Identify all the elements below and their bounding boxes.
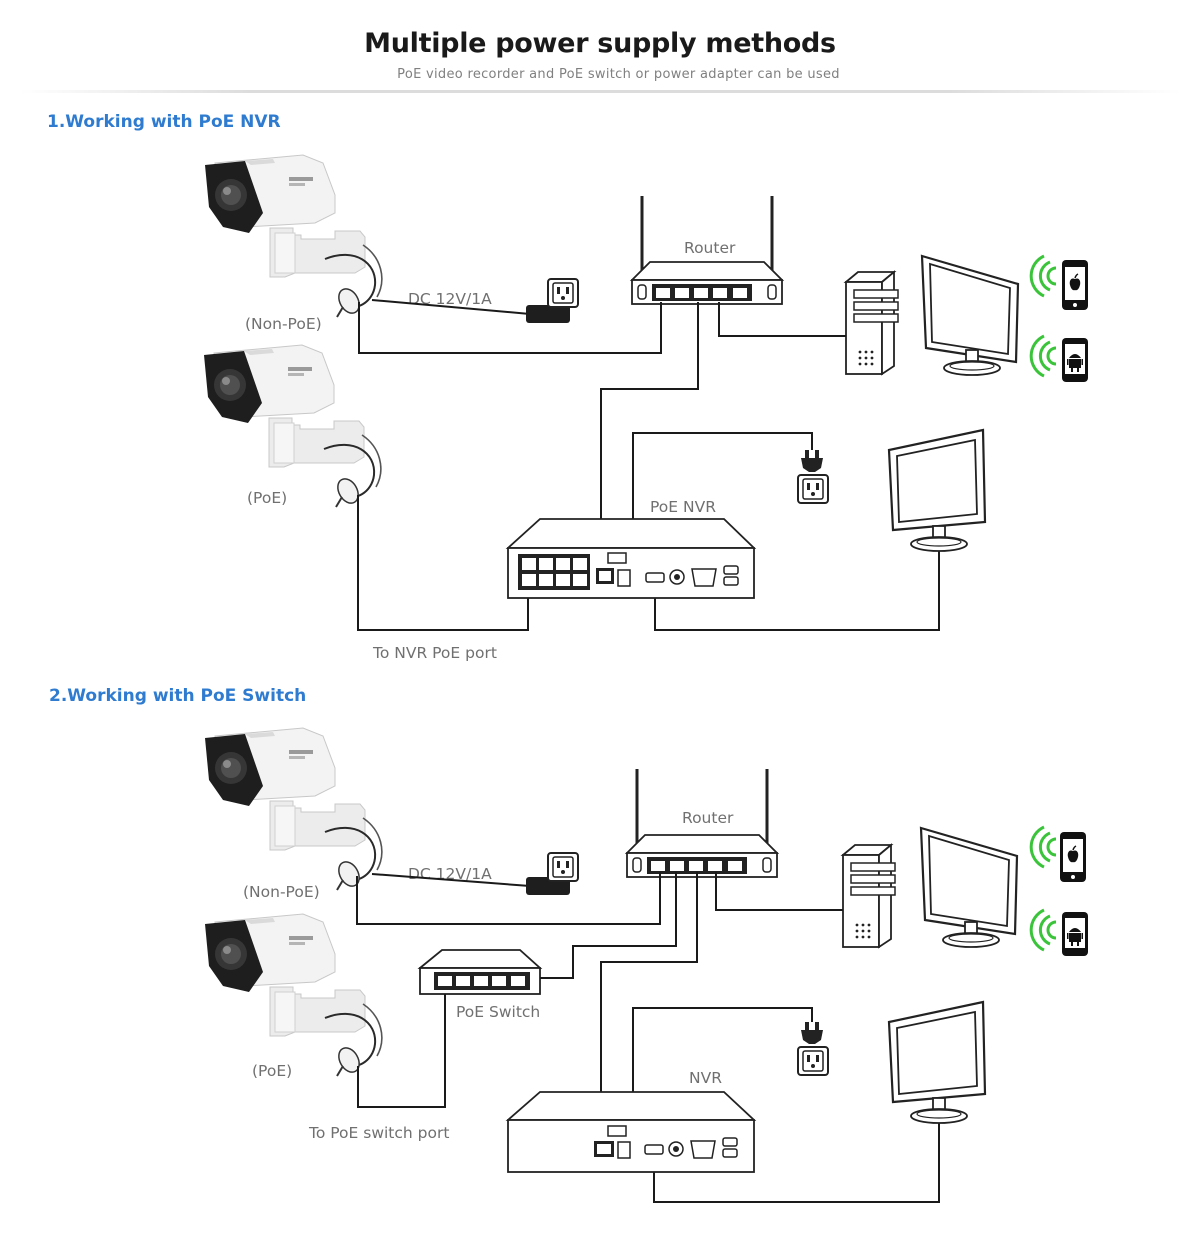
poe-label: (PoE) xyxy=(247,489,287,507)
power-plug-icon xyxy=(801,1022,823,1044)
pc-tower-icon xyxy=(845,271,899,375)
router-label: Router xyxy=(684,239,736,257)
power-outlet-icon xyxy=(547,278,579,308)
phone-apple-icon xyxy=(1061,259,1089,311)
bullet-camera-icon xyxy=(204,913,383,1077)
section1-diagram: (Non-PoE) (PoE) DC 12V/1A Router PoE NVR xyxy=(203,154,1089,662)
monitor-icon xyxy=(919,826,1019,949)
switch-port-label: To PoE switch port xyxy=(308,1124,449,1142)
nvr-label: NVR xyxy=(689,1069,722,1087)
nvr-icon xyxy=(505,518,757,599)
section2-diagram: (Non-PoE) (PoE) DC 12V/1A Router PoE Swi… xyxy=(204,727,1088,1203)
dc-label: DC 12V/1A xyxy=(408,290,492,308)
power-outlet-icon xyxy=(797,474,829,504)
page-title: Multiple power supply methods xyxy=(364,28,836,59)
power-outlet-icon xyxy=(797,1046,829,1076)
bullet-camera-icon xyxy=(203,344,382,508)
phone-apple-icon xyxy=(1059,831,1087,883)
phone-android-icon xyxy=(1062,912,1088,956)
monitor-icon xyxy=(887,428,987,553)
bullet-camera-icon xyxy=(204,727,383,891)
router-label: Router xyxy=(682,809,734,827)
header-divider xyxy=(20,90,1180,93)
bullet-camera-icon xyxy=(204,154,383,318)
non-poe-label: (Non-PoE) xyxy=(245,315,322,333)
monitor-icon xyxy=(887,1000,987,1125)
power-outlet-icon xyxy=(547,852,579,882)
poe-switch-icon xyxy=(417,949,543,995)
phone-android-icon xyxy=(1062,338,1088,382)
wifi-signal-icon xyxy=(1029,825,1058,869)
pc-tower-icon xyxy=(842,844,896,948)
section1-heading: 1.Working with PoE NVR xyxy=(47,112,281,132)
nvr-label: PoE NVR xyxy=(650,498,716,516)
non-poe-label: (Non-PoE) xyxy=(243,883,320,901)
page-subtitle: PoE video recorder and PoE switch or pow… xyxy=(397,67,840,82)
wifi-signal-icon xyxy=(1029,908,1058,952)
power-plug-icon xyxy=(801,450,823,472)
switch-label: PoE Switch xyxy=(456,1003,540,1021)
wifi-signal-icon xyxy=(1029,254,1058,298)
section2-heading: 2.Working with PoE Switch xyxy=(49,686,307,706)
power-adapter-icon xyxy=(526,305,570,323)
monitor-icon xyxy=(920,254,1020,377)
wifi-signal-icon xyxy=(1029,334,1058,378)
poe-label: (PoE) xyxy=(252,1062,292,1080)
nvr-icon xyxy=(505,1091,757,1173)
nvr-port-label: To NVR PoE port xyxy=(372,644,497,662)
